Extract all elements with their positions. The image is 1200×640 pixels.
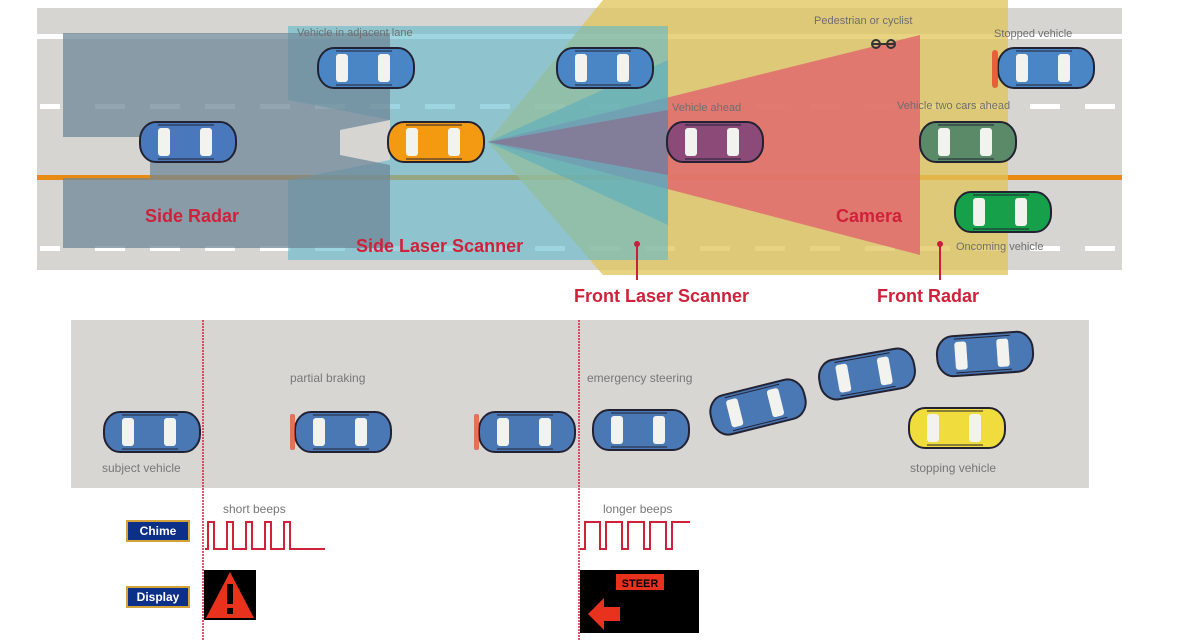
car-two-ahead <box>919 121 1017 163</box>
car-adjacent-lane <box>317 47 415 89</box>
top-road-diagram: Vehicle in adjacent lane Pedestrian or c… <box>37 0 1122 306</box>
label-front-radar: Front Radar <box>877 286 979 306</box>
label-vehicle-ahead: Vehicle ahead <box>672 102 741 114</box>
label-camera: Camera <box>836 206 903 226</box>
label-vehicle-two-ahead: Vehicle two cars ahead <box>897 100 1010 112</box>
arrow-left-icon <box>588 598 620 630</box>
label-stopped-vehicle: Stopped vehicle <box>994 28 1072 40</box>
chime-row-label: Chime <box>126 520 190 542</box>
steer-label: STEER <box>622 578 659 590</box>
label-side-radar: Side Radar <box>145 206 239 226</box>
label-partial-braking: partial braking <box>290 371 365 385</box>
bottom-sequence-diagram: subject vehicle partial braking emergenc… <box>71 320 1089 640</box>
label-subject-vehicle: subject vehicle <box>102 461 181 475</box>
label-short-beeps: short beeps <box>223 502 286 516</box>
display-row-label: Display <box>126 586 190 608</box>
car-subject-vehicle <box>103 411 201 453</box>
car-vehicle-ahead <box>666 121 764 163</box>
car-oncoming <box>954 191 1052 233</box>
label-oncoming-vehicle: Oncoming vehicle <box>956 241 1043 253</box>
car-adjacent-lane-front <box>556 47 654 89</box>
pedestrian-cyclist-icon <box>871 39 896 49</box>
road-surface-lower <box>71 320 1089 488</box>
car-rear <box>139 121 237 163</box>
car-stopping-vehicle <box>908 407 1006 449</box>
car-braking-2 <box>478 411 576 453</box>
camera-core-zone <box>488 110 668 175</box>
label-front-laser-scanner: Front Laser Scanner <box>574 286 749 306</box>
short-beeps-waveform <box>205 521 325 550</box>
label-stopping-vehicle: stopping vehicle <box>910 461 996 475</box>
car-stopped <box>997 47 1095 89</box>
label-side-laser-scanner: Side Laser Scanner <box>356 236 523 256</box>
steer-badge <box>616 574 664 590</box>
label-longer-beeps: longer beeps <box>603 502 672 516</box>
car-steering-1 <box>592 409 690 451</box>
brake-lights <box>992 50 998 88</box>
car-braking-1 <box>294 411 392 453</box>
label-emergency-steering: emergency steering <box>587 371 692 385</box>
car-steering-4 <box>934 329 1036 379</box>
label-adjacent-lane: Vehicle in adjacent lane <box>297 27 413 39</box>
car-subject <box>387 121 485 163</box>
longer-beeps-waveform <box>580 521 690 550</box>
label-pedestrian: Pedestrian or cyclist <box>814 15 912 27</box>
